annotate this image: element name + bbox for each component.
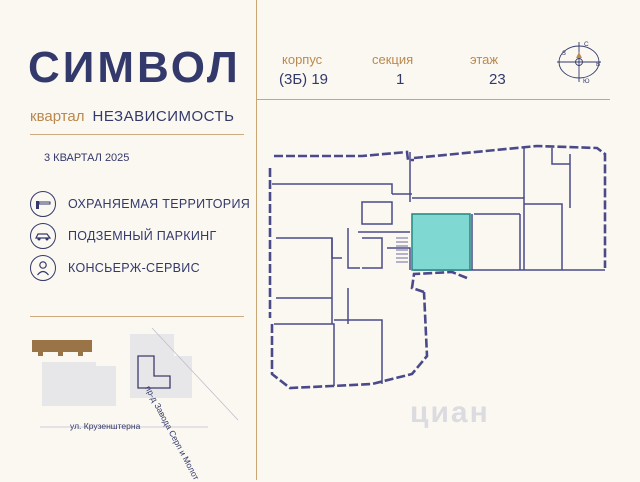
feature-underground-parking: ПОДЗЕМНЫЙ ПАРКИНГ xyxy=(30,222,260,250)
building-label: корпус xyxy=(282,52,323,67)
building-marker xyxy=(32,340,92,352)
divider-top xyxy=(30,134,244,135)
selected-apartment[interactable] xyxy=(411,213,471,271)
facade-outline xyxy=(268,144,607,390)
feature-label: КОНСЬЕРЖ-СЕРВИС xyxy=(68,261,200,275)
compass-north: С xyxy=(584,41,589,48)
divider-bottom xyxy=(30,316,244,317)
floor-value: 23 xyxy=(489,71,506,88)
barrier-icon xyxy=(30,191,56,217)
concierge-icon xyxy=(30,255,56,281)
info-divider xyxy=(256,99,610,100)
floor-label: этаж xyxy=(470,52,499,67)
quarter-subtitle: квартал НЕЗАВИСИМОСТЬ xyxy=(30,108,235,125)
compass-west: З xyxy=(562,50,566,57)
floor-plan xyxy=(268,144,607,390)
column-divider xyxy=(256,0,257,480)
feature-label: ОХРАНЯЕМАЯ ТЕРРИТОРИЯ xyxy=(68,197,251,211)
compass-icon: С Ю З В xyxy=(557,41,601,84)
brand-logo: СИМВОЛ xyxy=(28,43,241,92)
completion-date: 3 КВАРТАЛ 2025 xyxy=(44,152,130,164)
watermark-logo: циан xyxy=(410,396,490,429)
feature-concierge: КОНСЬЕРЖ-СЕРВИС xyxy=(30,254,260,282)
site-block xyxy=(130,334,192,398)
feature-guarded-territory: ОХРАНЯЕМАЯ ТЕРРИТОРИЯ xyxy=(30,190,260,218)
quarter-word: квартал xyxy=(30,108,85,125)
section-label: секция xyxy=(372,52,414,67)
section-value: 1 xyxy=(396,71,405,88)
site-outline xyxy=(137,355,171,389)
street-label-bottom: ул. Крузенштерна xyxy=(70,421,141,431)
compass-east: В xyxy=(596,61,600,68)
location-map xyxy=(32,327,239,428)
building-value: (3Б) 19 xyxy=(279,71,329,88)
neighbor-block xyxy=(42,362,116,406)
compass-south: Ю xyxy=(583,78,590,84)
interior-walls xyxy=(272,148,605,386)
stairs xyxy=(396,237,408,263)
car-icon xyxy=(30,223,56,249)
quarter-name: НЕЗАВИСИМОСТЬ xyxy=(92,108,235,125)
feature-label: ПОДЗЕМНЫЙ ПАРКИНГ xyxy=(68,229,217,243)
